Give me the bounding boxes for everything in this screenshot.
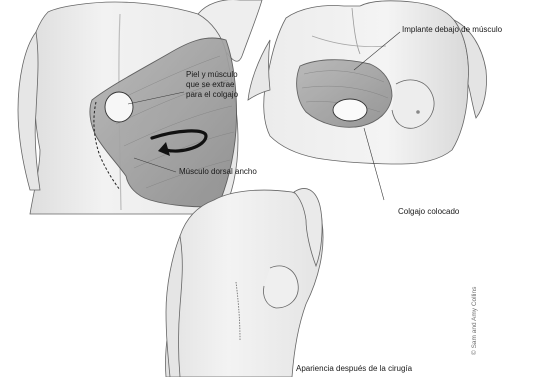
label-skin-muscle-line2: que se extrae (186, 80, 234, 90)
label-after-surgery: Apariencia después de la cirugía (296, 364, 412, 374)
label-implant-under-muscle: Implante debajo de músculo (402, 25, 502, 35)
label-skin-muscle-line1: Piel y músculo (186, 70, 238, 80)
after-torso (165, 190, 323, 377)
label-flap-placed: Colgajo colocado (398, 207, 459, 217)
label-skin-muscle-line3: para el colgajo (186, 90, 238, 100)
after-surgery-figure (165, 188, 323, 377)
skin-paddle (105, 92, 133, 122)
reconstructed-breast (264, 266, 299, 308)
implant (333, 99, 367, 121)
label-latissimus-dorsi: Músculo dorsal ancho (179, 167, 257, 177)
back-view-figure (18, 0, 262, 214)
copyright-credit: © Sam and Amy Collins (471, 287, 478, 355)
